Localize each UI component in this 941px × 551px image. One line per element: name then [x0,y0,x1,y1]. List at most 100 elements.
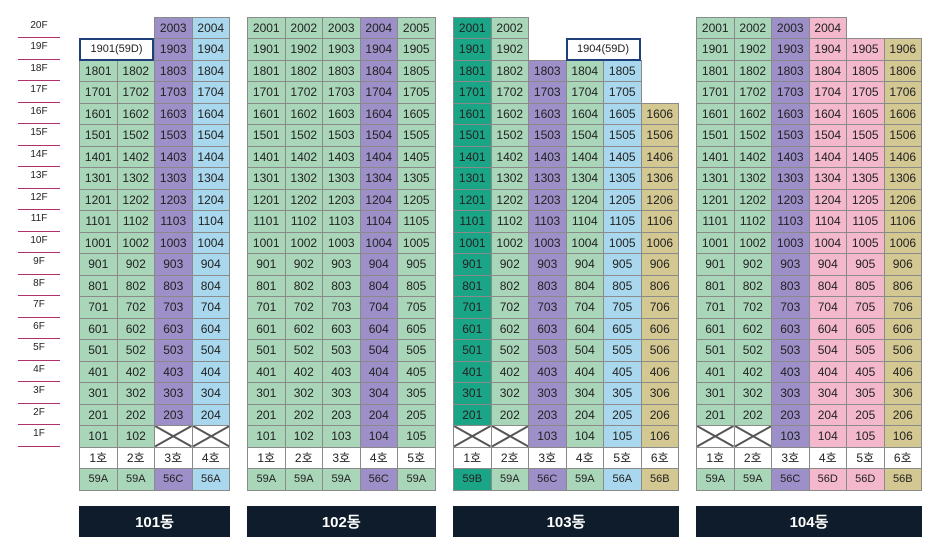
unit-type: 56C [528,468,567,491]
unit-cell: 202 [733,403,772,426]
unit-cell: 304 [191,382,230,405]
unit-cell: 405 [603,360,642,383]
unit-cell: 703 [528,296,567,319]
unit-cell: 401 [453,360,492,383]
unit-cell: 603 [528,317,567,340]
floor-label: 16F [30,105,48,117]
unit-cell: 1201 [696,188,735,211]
unit-cell: 1103 [322,210,361,233]
floor-label: 20F [30,19,48,31]
line-label: 6호 [640,446,679,469]
floor-label: 15F [30,127,48,138]
unit-cell: 306 [883,382,922,405]
empty-unit-cell [191,425,230,448]
unit-cell: 1003 [322,231,361,254]
unit-cell: 406 [640,360,679,383]
unit-cell: 2001 [247,16,286,39]
floor-label: 9F [33,256,45,267]
unit-cell: 1405 [603,145,642,168]
unit-cell: 105 [397,425,436,448]
unit-cell: 601 [247,317,286,340]
unit-cell: 705 [846,296,885,319]
unit-cell: 1705 [603,81,642,104]
line-label: 2호 [116,446,155,469]
unit-cell: 1303 [528,167,567,190]
unit-cell: 303 [771,382,810,405]
unit-cell: 1304 [359,167,398,190]
floor-label: 4F [33,363,45,375]
empty-unit-cell [696,425,735,448]
floor-separator [18,80,60,81]
unit-cell: 1204 [565,188,604,211]
unit-cell: 1402 [284,145,323,168]
unit-cell: 1304 [191,167,230,190]
unit-cell: 201 [247,403,286,426]
unit-cell: 1105 [397,210,436,233]
unit-cell: 1702 [284,81,323,104]
floor-label: 11F [30,213,48,224]
unit-type: 59A [397,468,436,491]
unit-cell: 1403 [322,145,361,168]
unit-cell: 101 [247,425,286,448]
unit-cell: 902 [490,253,529,276]
unit-cell: 1704 [808,81,847,104]
unit-cell: 705 [397,296,436,319]
unit-cell: 1301 [696,167,735,190]
unit-cell: 1401 [79,145,118,168]
unit-cell: 206 [640,403,679,426]
unit-cell: 503 [154,339,193,362]
unit-cell: 1802 [733,59,772,82]
unit-cell: 1501 [696,124,735,147]
unit-cell: 903 [322,253,361,276]
unit-cell: 1504 [808,124,847,147]
unit-cell: 804 [808,274,847,297]
unit-cell: 1204 [359,188,398,211]
unit-cell: 1703 [528,81,567,104]
unit-cell: 1101 [79,210,118,233]
floor-separator [18,295,60,296]
unit-cell: 1502 [116,124,155,147]
unit-cell: 402 [733,360,772,383]
unit-cell: 1501 [247,124,286,147]
unit-cell: 901 [453,253,492,276]
unit-cell: 1601 [79,102,118,125]
line-label: 4호 [191,446,230,469]
floor-label: 3F [33,385,45,396]
unit-cell: 603 [771,317,810,340]
unit-cell: 1903 [771,38,810,61]
unit-cell: 1404 [565,145,604,168]
unit-cell: 301 [247,382,286,405]
unit-cell: 1006 [640,231,679,254]
unit-cell: 201 [696,403,735,426]
floor-separator [18,37,60,38]
unit-cell: 103 [528,425,567,448]
unit-cell: 1804 [191,59,230,82]
unit-cell: 1701 [696,81,735,104]
unit-cell: 901 [696,253,735,276]
unit-cell: 602 [116,317,155,340]
unit-cell: 1503 [771,124,810,147]
unit-cell: 1702 [733,81,772,104]
unit-cell: 1402 [116,145,155,168]
unit-type: 56C [154,468,193,491]
line-label: 5호 [603,446,642,469]
unit-cell: 703 [154,296,193,319]
unit-cell: 403 [528,360,567,383]
unit-cell: 404 [808,360,847,383]
unit-cell: 1101 [453,210,492,233]
unit-cell: 1803 [154,59,193,82]
unit-cell: 105 [846,425,885,448]
unit-cell: 802 [733,274,772,297]
unit-cell: 502 [284,339,323,362]
unit-cell: 806 [883,274,922,297]
unit-cell: 1806 [883,59,922,82]
unit-cell: 1805 [846,59,885,82]
special-unit-cell: 1904(59D) [565,38,641,61]
unit-cell: 1005 [846,231,885,254]
unit-cell: 1301 [79,167,118,190]
unit-cell: 501 [696,339,735,362]
unit-cell: 1101 [247,210,286,233]
unit-cell: 202 [284,403,323,426]
unit-cell: 1902 [490,38,529,61]
unit-cell: 205 [397,403,436,426]
